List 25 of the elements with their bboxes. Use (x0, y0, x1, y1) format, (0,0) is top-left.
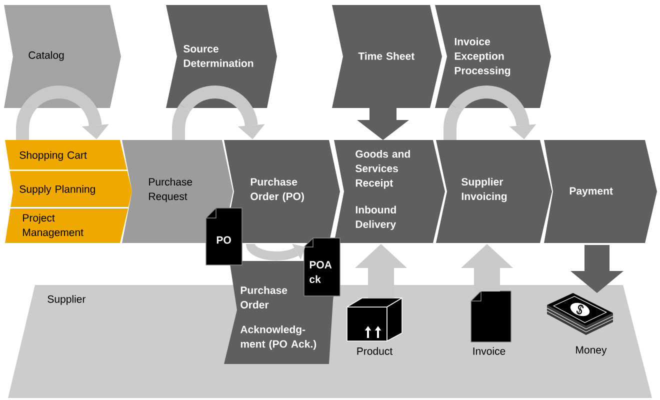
node-label: Goods and Services Receipt (356, 150, 410, 189)
curved-line (444, 104, 462, 140)
icon-caption: Money (576, 346, 607, 356)
process-step: Supplier Invoicing (436, 140, 552, 243)
node-label: Invoice Exception Processing (454, 38, 510, 76)
block-arrow (357, 108, 409, 140)
step-segment: Supply Planning (10, 171, 132, 207)
step-segment: Shopping Cart (5, 140, 127, 170)
process-step: Payment (544, 140, 657, 243)
node-label: Supplier Invoicing (462, 178, 507, 202)
process-step: Source Determination (166, 5, 277, 108)
node-label: Time Sheet (358, 52, 414, 60)
node-label: Inbound Delivery (356, 206, 396, 230)
curved-arrow (180, 86, 265, 140)
process-step: Catalog (4, 5, 121, 108)
curved-arrow (451, 86, 536, 140)
icon-caption: Invoice (473, 347, 506, 355)
curved-line (172, 104, 190, 140)
block-arrow (570, 245, 624, 293)
node-label: Payment (570, 187, 613, 197)
curved-arrow (24, 86, 109, 140)
block-arrow (461, 244, 513, 292)
icon-caption: Product (357, 347, 393, 355)
step-segment: Project Management (5, 208, 128, 243)
process-step: Time Sheet (332, 5, 442, 108)
